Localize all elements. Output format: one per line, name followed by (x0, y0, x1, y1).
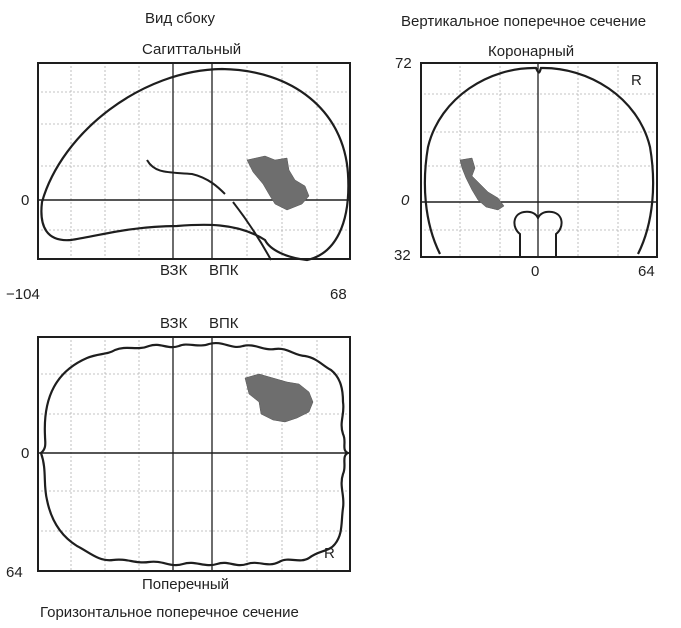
sagittal-zero-label: 0 (21, 192, 30, 209)
coronal-side-label: R (631, 72, 642, 89)
sagittal-title: Вид сбоку (145, 10, 215, 27)
coronal-frame (420, 62, 658, 258)
transverse-subtitle: Поперечный (142, 576, 230, 593)
sagittal-activation-blob (246, 155, 310, 211)
sagittal-x-min-label: −104 (6, 286, 40, 303)
sagittal-frame (37, 62, 351, 260)
transverse-view (37, 336, 351, 572)
transverse-bottom-label: 64 (6, 564, 23, 581)
transverse-grid (37, 336, 351, 572)
coronal-top-label: 72 (395, 55, 412, 72)
transverse-side-label: R (324, 545, 335, 562)
coronal-x-max-label: 64 (638, 263, 655, 280)
coronal-activation-blob (459, 157, 505, 211)
transverse-activation-blob (244, 373, 314, 423)
transverse-vpc-label: ВПК (209, 315, 239, 332)
coronal-title: Вертикальное поперечное сечение (401, 13, 647, 30)
transverse-brain-outline (39, 342, 351, 567)
sagittal-x-max-label: 68 (330, 286, 347, 303)
transverse-zero-label: 0 (21, 445, 30, 462)
coronal-grid (420, 62, 658, 258)
sagittal-view (37, 62, 351, 262)
sagittal-vac-label: ВЗК (160, 262, 188, 279)
coronal-brainstem (513, 210, 563, 258)
coronal-bottom-label: 32 (394, 247, 411, 264)
sagittal-sylvian-fissure (146, 159, 226, 195)
sagittal-subtitle: Сагиттальный (142, 41, 242, 58)
transverse-frame (37, 336, 351, 572)
sagittal-temporal-line (232, 201, 272, 261)
coronal-subtitle: Коронарный (488, 43, 575, 60)
sagittal-grid (37, 62, 351, 260)
sagittal-vpc-label: ВПК (209, 262, 239, 279)
coronal-view (420, 62, 658, 258)
sagittal-brain-outline (40, 67, 350, 262)
coronal-brain-outline (423, 66, 655, 255)
transverse-title: Горизонтальное поперечное сечение (40, 604, 299, 621)
coronal-x-mid-label: 0 (531, 263, 540, 280)
transverse-vac-label: ВЗК (160, 315, 188, 332)
coronal-zero-label: 0 (401, 192, 410, 209)
